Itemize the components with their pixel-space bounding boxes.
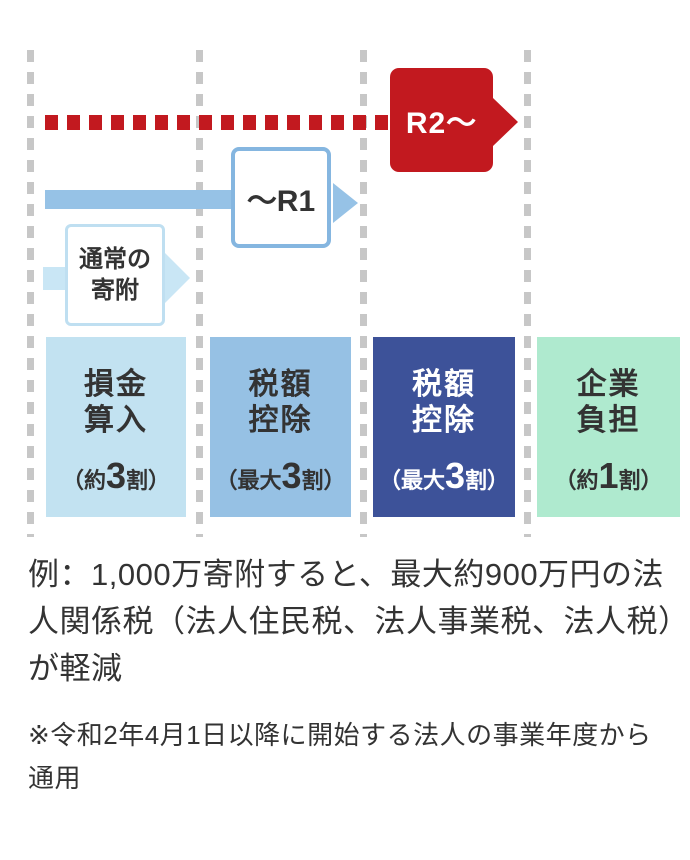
stage-ratio-prefix: （約	[61, 468, 106, 493]
stage-ratio: （最大3割）	[215, 455, 345, 497]
stage-title-line2: 控除	[248, 404, 313, 437]
r2-arrowhead-icon	[493, 98, 518, 146]
guide-line-4	[524, 50, 531, 537]
stage-ratio-suffix: 割）	[126, 468, 171, 493]
stage-box-loss-inclusion: 損金 算入 （約3割）	[46, 337, 186, 517]
stage-title-line1: 税額	[412, 368, 476, 401]
footnote-text: ※令和2年4月1日以降に開始する法人の事業年度から通用	[28, 720, 652, 793]
normal-donation-arrow-line	[43, 267, 68, 290]
stage-ratio-prefix: （最大	[215, 468, 282, 493]
example-text: 例：1,000万寄附すると、最大約900万円の法人関係税（法人住民税、法人事業税…	[28, 557, 674, 686]
guide-line-3	[360, 50, 367, 537]
r1-period-label: ～R1	[231, 147, 331, 248]
stage-title: 税額 控除	[249, 367, 313, 439]
stage-title-line2: 負担	[576, 404, 641, 437]
normal-donation-label-text: 通常の 寄附	[79, 244, 151, 306]
stage-ratio-digit: 3	[281, 455, 302, 496]
r1-arrowhead-icon	[333, 183, 358, 223]
stage-box-tax-credit-r1: 税額 控除 （最大3割）	[210, 337, 351, 517]
stage-ratio-suffix: 割）	[618, 468, 663, 493]
stage-title: 税額 控除	[412, 367, 476, 439]
stage-ratio: （約1割）	[554, 455, 662, 497]
stage-title-line1: 企業	[576, 368, 641, 401]
stage-ratio-suffix: 割）	[301, 468, 346, 493]
guide-line-1	[27, 50, 34, 537]
stage-title-line1: 損金	[84, 368, 148, 401]
r1-period-label-text: ～R1	[246, 184, 316, 218]
normal-donation-line1: 通常の	[79, 245, 151, 273]
stage-ratio-prefix: （約	[554, 468, 599, 493]
r2-period-label-text: R2～	[405, 107, 478, 140]
r2-dashed-arrow-line	[45, 115, 390, 130]
stage-title-line2: 算入	[84, 404, 148, 437]
stage-box-tax-credit-r2: 税額 控除 （最大3割）	[373, 337, 515, 517]
guide-line-2	[196, 50, 203, 537]
stage-ratio-prefix: （最大	[378, 468, 445, 493]
stage-ratio-digit: 3	[444, 455, 466, 496]
stage-title: 損金 算入	[84, 367, 148, 439]
normal-donation-line2: 寄附	[91, 277, 139, 304]
stage-title-line2: 控除	[412, 404, 476, 437]
stage-ratio: （最大3割）	[379, 455, 509, 497]
normal-donation-arrowhead-icon	[165, 253, 190, 303]
stage-ratio-digit: 3	[105, 455, 127, 496]
normal-donation-label: 通常の 寄附	[65, 224, 165, 326]
stage-ratio-digit: 1	[598, 455, 619, 496]
stage-box-company-burden: 企業 負担 （約1割）	[537, 337, 680, 517]
r1-arrow-line	[45, 190, 235, 209]
stage-title-line1: 税額	[248, 368, 313, 401]
stage-title: 企業 負担	[577, 367, 641, 439]
stage-ratio: （約3割）	[62, 455, 170, 497]
stage-ratio-suffix: 割）	[465, 468, 510, 493]
r2-period-label: R2～	[390, 68, 493, 172]
